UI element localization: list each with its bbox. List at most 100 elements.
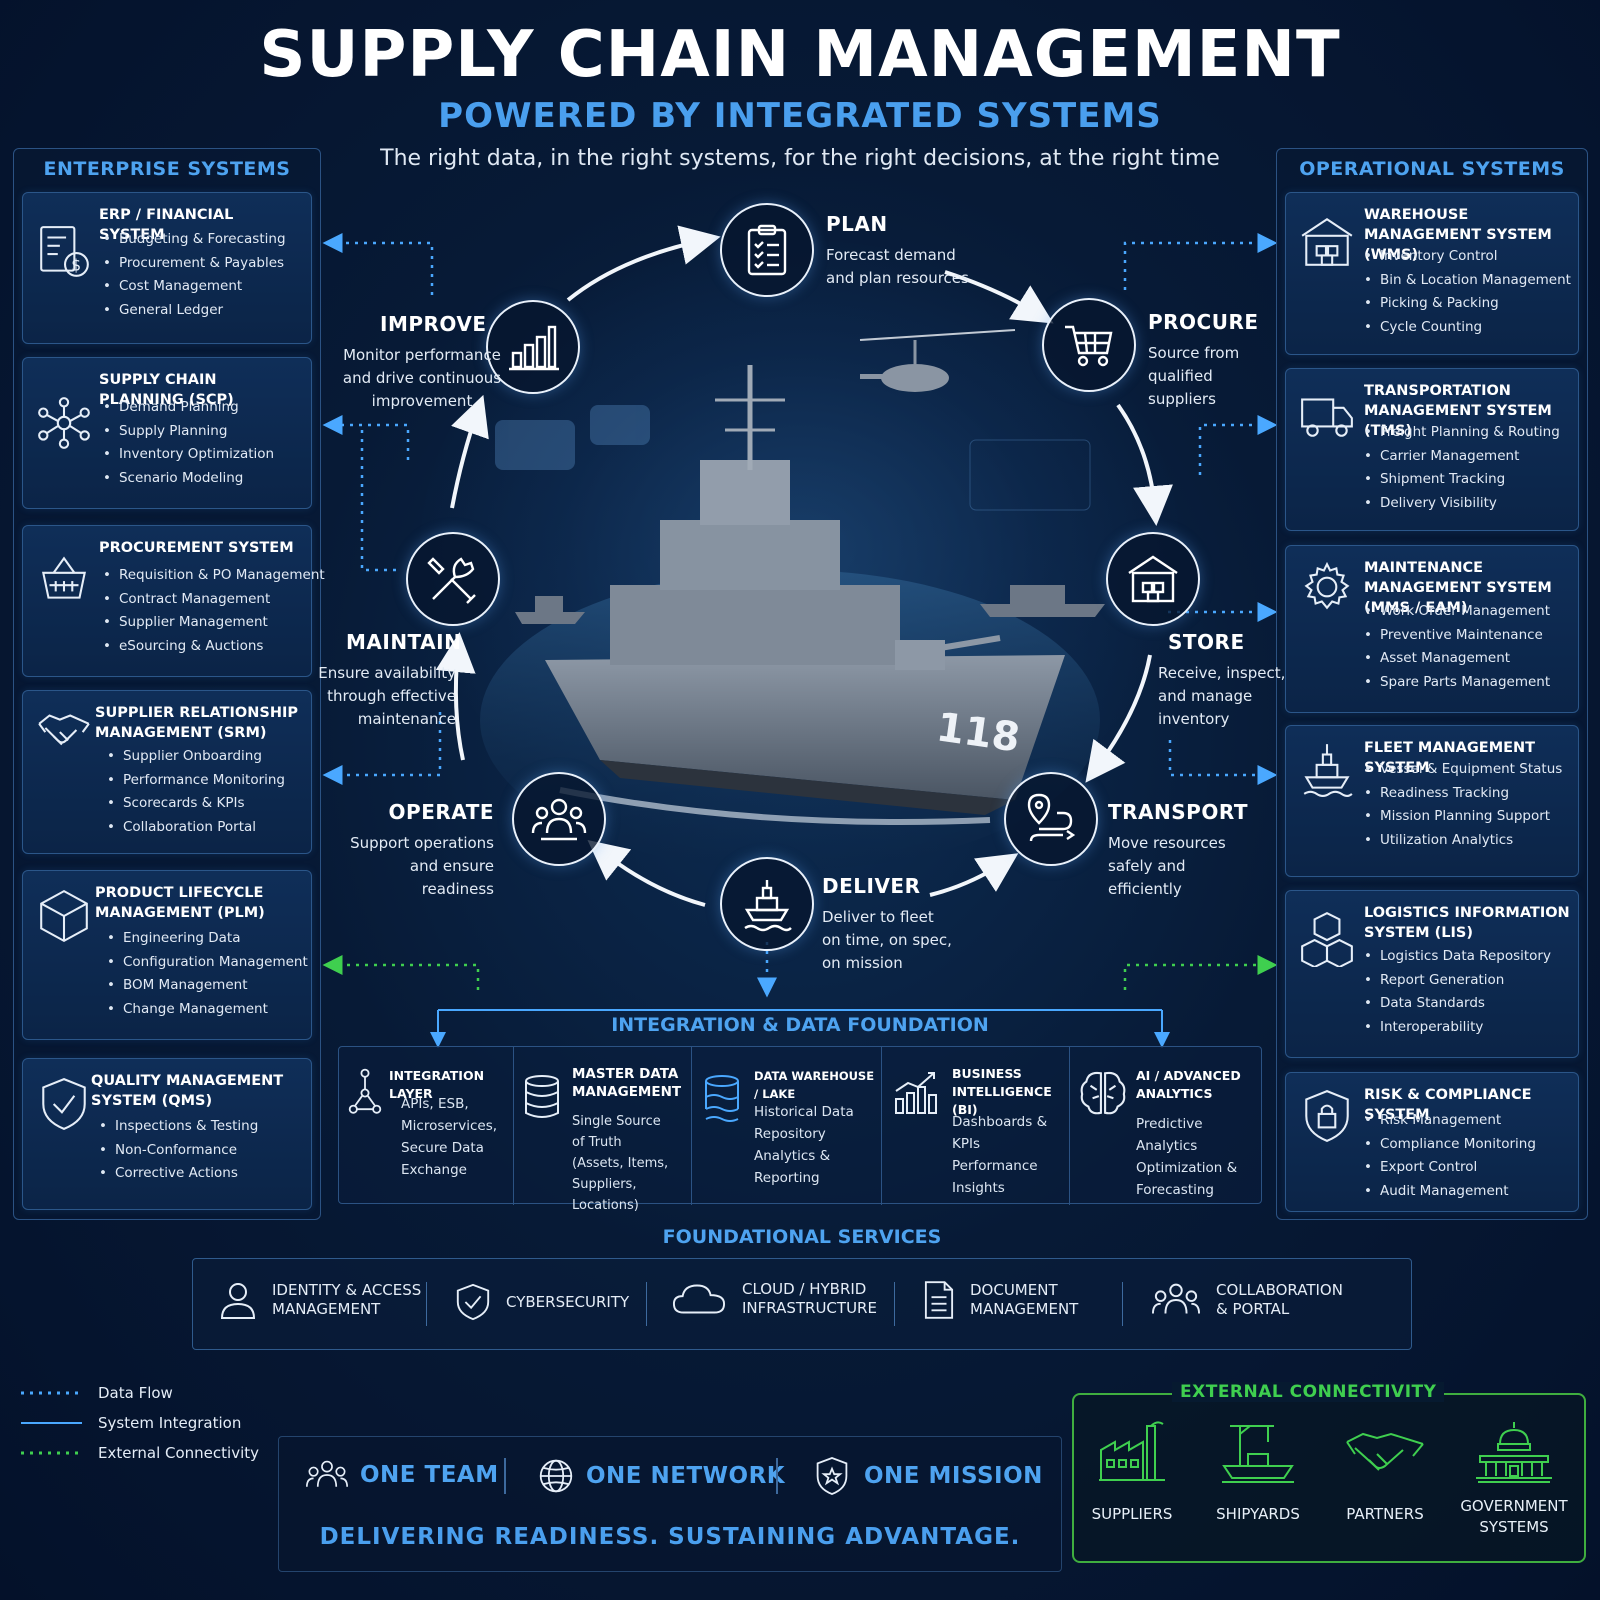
list-item: Bin & Location Management bbox=[1364, 269, 1572, 293]
card-list: Engineering Data Configuration Managemen… bbox=[107, 927, 308, 1022]
plm-card[interactable]: PRODUCT LIFECYCLE MANAGEMENT (PLM) Engin… bbox=[22, 870, 312, 1040]
external-suppliers[interactable]: SUPPLIERS bbox=[1088, 1420, 1176, 1525]
list-item: Change Management bbox=[107, 998, 305, 1022]
stage-plan[interactable] bbox=[720, 203, 814, 297]
list-item: Report Generation bbox=[1364, 969, 1572, 993]
warehouse-icon bbox=[1128, 555, 1178, 603]
clipboard-checklist-icon bbox=[747, 224, 787, 276]
scp-card[interactable]: SUPPLY CHAIN PLANNING (SCP) Demand Plann… bbox=[22, 357, 312, 509]
wms-card[interactable]: WAREHOUSE MANAGEMENT SYSTEM (WMS) Invent… bbox=[1285, 192, 1579, 355]
card-title: SUPPLIER RELATIONSHIP MANAGEMENT (SRM) bbox=[95, 705, 298, 741]
factory-icon bbox=[1099, 1421, 1165, 1481]
external-connectivity-heading: EXTERNAL CONNECTIVITY bbox=[1172, 1382, 1445, 1402]
page-tagline: The right data, in the right systems, fo… bbox=[380, 146, 1220, 171]
motto-one-mission: ONE MISSION bbox=[814, 1456, 1043, 1496]
stage-operate[interactable] bbox=[512, 772, 606, 866]
qms-card[interactable]: QUALITY MANAGEMENT SYSTEM (QMS) Inspecti… bbox=[22, 1058, 312, 1210]
shield-check-icon bbox=[42, 1078, 86, 1130]
cell-title: DATA WAREHOUSE / LAKE bbox=[754, 1069, 875, 1101]
legend-item-system-integration: System Integration bbox=[20, 1408, 259, 1438]
mms-eam-card[interactable]: MAINTENANCE MANAGEMENT SYSTEM (MMS / EAM… bbox=[1285, 545, 1579, 713]
motto-panel bbox=[278, 1436, 1062, 1572]
card-list: Logistics Data Repository Report Generat… bbox=[1364, 945, 1572, 1039]
stage-operate-name: OPERATE bbox=[388, 800, 494, 824]
list-item: eSourcing & Auctions bbox=[103, 635, 305, 659]
service-separator bbox=[646, 1282, 647, 1326]
external-partners[interactable]: PARTNERS bbox=[1340, 1420, 1430, 1525]
card-list: Inspections & Testing Non-Conformance Co… bbox=[99, 1115, 305, 1186]
user-icon bbox=[220, 1283, 256, 1319]
legend-dotted-blue-line bbox=[21, 1391, 82, 1395]
service-separator bbox=[1122, 1282, 1123, 1326]
list-item: Configuration Management bbox=[107, 951, 308, 975]
group-icon bbox=[1152, 1283, 1200, 1314]
foundation-panel: INTEGRATION LAYER APIs, ESB,Microservice… bbox=[338, 1046, 1263, 1213]
stage-improve[interactable] bbox=[486, 300, 580, 394]
tms-card[interactable]: TRANSPORTATION MANAGEMENT SYSTEM (TMS) F… bbox=[1285, 368, 1579, 531]
list-item: Contract Management bbox=[103, 588, 305, 612]
bar-chart-icon bbox=[509, 325, 559, 371]
risk-compliance-card[interactable]: RISK & COMPLIANCE SYSTEM Risk Management… bbox=[1285, 1072, 1579, 1212]
stage-store[interactable] bbox=[1106, 532, 1200, 626]
stage-deliver[interactable] bbox=[720, 857, 814, 951]
stage-maintain[interactable] bbox=[406, 532, 500, 626]
stage-procure[interactable] bbox=[1042, 298, 1136, 392]
srm-card[interactable]: SUPPLIER RELATIONSHIP MANAGEMENT (SRM) S… bbox=[22, 690, 312, 854]
erp-financial-card[interactable]: $ ERP / FINANCIAL SYSTEM Budgeting & For… bbox=[22, 192, 312, 344]
stage-transport[interactable] bbox=[1004, 772, 1098, 866]
stage-improve-name: IMPROVE bbox=[380, 312, 487, 336]
handshake-icon bbox=[38, 714, 90, 746]
list-item: Requisition & PO Management bbox=[103, 564, 325, 588]
list-item: Asset Management bbox=[1364, 647, 1572, 671]
stage-store-name: STORE bbox=[1168, 630, 1245, 654]
list-item: Export Control bbox=[1364, 1156, 1572, 1180]
handshake-icon bbox=[1346, 1432, 1424, 1471]
integration-layer-cell[interactable]: INTEGRATION LAYER APIs, ESB,Microservice… bbox=[339, 1047, 514, 1205]
service-collaboration[interactable]: COLLABORATION& PORTAL bbox=[1152, 1280, 1343, 1320]
cube-icon bbox=[40, 889, 88, 943]
list-item: Audit Management bbox=[1364, 1180, 1572, 1204]
card-list: Demand Planning Supply Planning Inventor… bbox=[103, 396, 305, 490]
route-icon bbox=[1027, 793, 1076, 842]
list-item: Mission Planning Support bbox=[1364, 805, 1572, 829]
warehouse-icon bbox=[1301, 217, 1353, 266]
card-list: Freight Planning & Routing Carrier Manag… bbox=[1364, 421, 1572, 515]
procurement-card[interactable]: PROCUREMENT SYSTEM Requisition & PO Mana… bbox=[22, 525, 325, 677]
page-subtitle: POWERED BY INTEGRATED SYSTEMS bbox=[438, 96, 1162, 136]
list-item: Carrier Management bbox=[1364, 445, 1572, 469]
capitol-icon bbox=[1476, 1422, 1552, 1483]
stage-maintain-name: MAINTAIN bbox=[346, 630, 462, 654]
lis-card[interactable]: LOGISTICS INFORMATION SYSTEM (LIS) Logis… bbox=[1285, 890, 1579, 1058]
gear-icon bbox=[1304, 561, 1350, 610]
list-item: Engineering Data bbox=[107, 927, 305, 951]
fleet-management-card[interactable]: FLEET MANAGEMENT SYSTEM Vessel & Equipme… bbox=[1285, 725, 1579, 877]
list-item: Freight Planning & Routing bbox=[1364, 421, 1572, 445]
external-shipyards[interactable]: SHIPYARDS bbox=[1212, 1420, 1304, 1525]
network-nodes-icon bbox=[38, 397, 90, 449]
list-item: Collaboration Portal bbox=[107, 816, 305, 840]
card-list: Requisition & PO Management Contract Man… bbox=[103, 564, 325, 659]
service-cybersecurity[interactable]: CYBERSECURITY bbox=[454, 1282, 629, 1322]
list-item: Spare Parts Management bbox=[1364, 671, 1572, 695]
team-icon bbox=[531, 798, 587, 841]
stage-deliver-name: DELIVER bbox=[822, 874, 921, 898]
list-item: Logistics Data Repository bbox=[1364, 945, 1572, 969]
card-title: PRODUCT LIFECYCLE MANAGEMENT (PLM) bbox=[95, 885, 265, 921]
cart-icon bbox=[1065, 325, 1113, 367]
enterprise-systems-heading: ENTERPRISE SYSTEMS bbox=[43, 158, 291, 180]
